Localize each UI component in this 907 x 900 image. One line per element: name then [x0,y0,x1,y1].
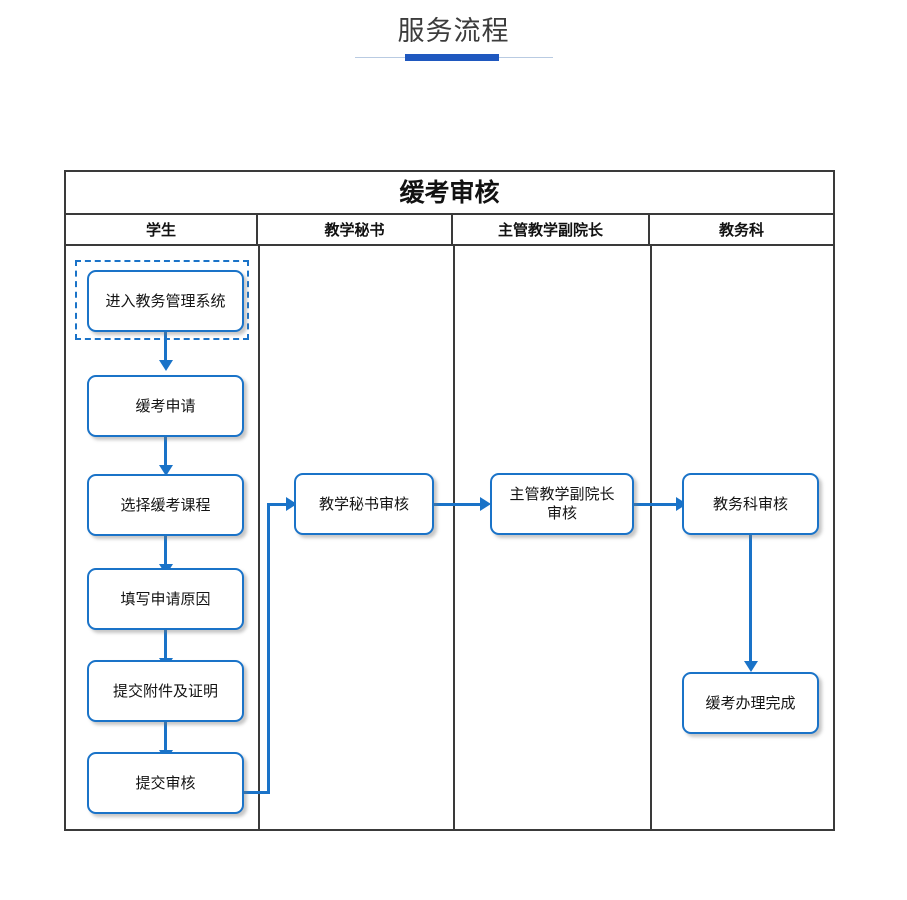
lane-header-vice-dean: 主管教学副院长 [453,215,650,244]
lane-header-row: 学生 教学秘书 主管教学副院长 教务科 [66,215,833,246]
lane-divider-1 [258,246,260,829]
connector-n7-n8 [434,503,484,506]
node-fill-reason[interactable]: 填写申请原因 [87,568,244,630]
arrowhead-n8-n9 [676,497,687,511]
connector-n8-n9 [634,503,680,506]
lane-header-academic-office: 教务科 [718,222,764,239]
node-select-course[interactable]: 选择缓考课程 [87,474,244,536]
arrowhead-n2-n3 [159,465,173,476]
connector-n6-n7-seg-up [267,503,270,794]
node-submit-review[interactable]: 提交审核 [87,752,244,814]
connector-n9-n10 [749,535,752,665]
lane-divider-2 [453,246,455,829]
node-process-complete[interactable]: 缓考办理完成 [682,672,819,734]
arrowhead-n9-n10 [744,661,758,672]
diagram-title: 缓考审核 [66,172,833,215]
lane-header-student: 学生 [66,215,258,244]
connector-n6-n7-seg-in [267,503,290,506]
connector-n5-n6 [164,722,167,753]
arrowhead-n6-n7 [286,497,297,511]
arrowhead-n1-n2 [159,360,173,371]
arrowhead-n7-n8 [480,497,491,511]
selection-marquee[interactable] [75,260,249,340]
page-title: 服务流程 [397,16,510,46]
connector-n1-n2 [164,332,167,363]
lane-header-teaching-secretary: 教学秘书 [258,215,453,244]
node-deferred-exam-application[interactable]: 缓考申请 [87,375,244,437]
node-vice-dean-review[interactable]: 主管教学副院长 审核 [490,473,634,535]
node-secretary-review[interactable]: 教学秘书审核 [294,473,434,535]
swimlane-table: 缓考审核 学生 教学秘书 主管教学副院长 教务科 进入教务管理系统 缓考申请 选… [64,170,835,831]
node-enter-system[interactable]: 进入教务管理系统 [87,270,244,332]
node-submit-attachments[interactable]: 提交附件及证明 [87,660,244,722]
title-rule-accent [405,54,499,61]
connector-n4-n5 [164,630,167,661]
node-academic-office-review[interactable]: 教务科审核 [682,473,819,535]
connector-n6-n7-seg-right [241,791,270,794]
connector-n2-n3 [164,437,167,468]
connector-n3-n4 [164,536,167,567]
lane-divider-3 [650,246,652,829]
